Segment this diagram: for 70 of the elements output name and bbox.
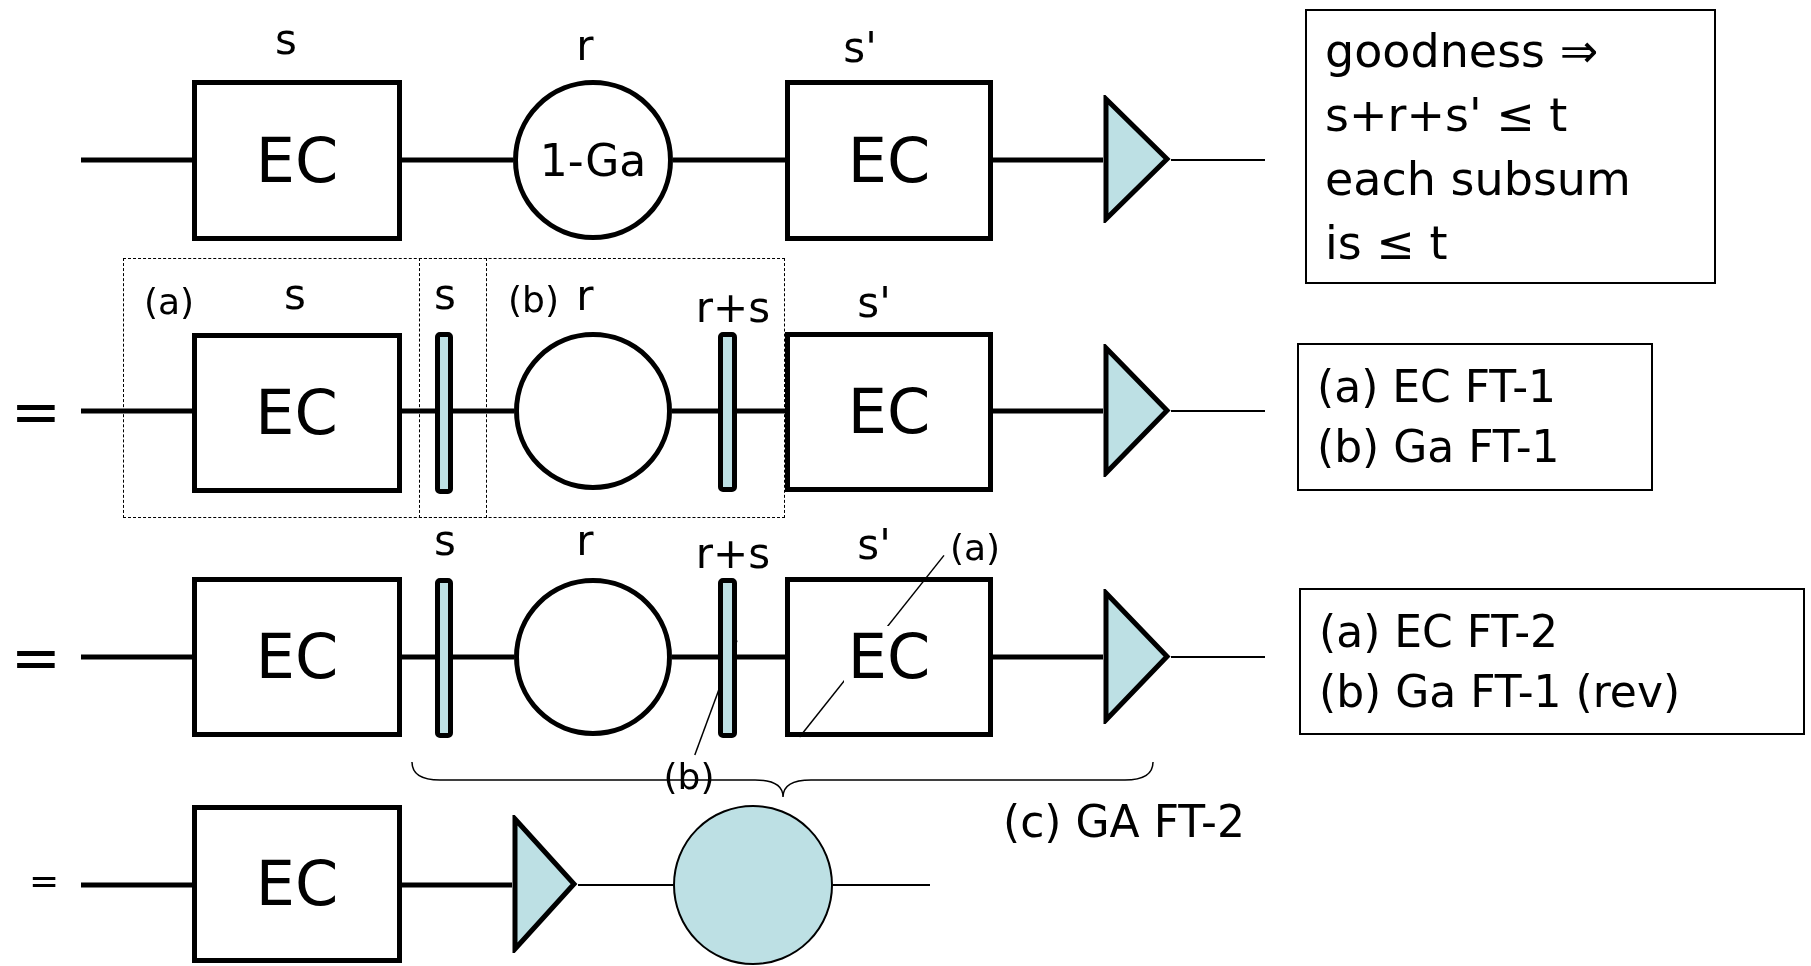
process-box bbox=[785, 80, 993, 241]
note-text: (a) EC FT-2 bbox=[1319, 604, 1560, 659]
note-text: goodness ⇒ s+r+s' ≤ t each subsum is ≤ t bbox=[1325, 22, 1632, 272]
connector-line bbox=[672, 408, 718, 414]
variable-label: s bbox=[275, 16, 297, 64]
variable-label: s' bbox=[843, 24, 877, 72]
connector-line bbox=[81, 654, 192, 660]
variable-label: s bbox=[434, 271, 456, 319]
equals-sign: = bbox=[28, 861, 60, 901]
connector-line bbox=[993, 157, 1103, 163]
note-text: (a) EC FT-1 bbox=[1317, 360, 1558, 414]
connector-line bbox=[737, 408, 785, 414]
brace-label: (c) GA FT-2 bbox=[1003, 797, 1245, 847]
note-text: (b) Ga FT-1 (rev) bbox=[1319, 664, 1682, 719]
connector-line bbox=[81, 157, 192, 163]
triangle-symbol bbox=[512, 815, 578, 953]
connector-line bbox=[402, 882, 512, 888]
connector-line bbox=[672, 654, 718, 660]
leader-label: (a) bbox=[944, 526, 1006, 568]
connector-line bbox=[993, 408, 1103, 414]
circle-node bbox=[514, 578, 672, 736]
variable-label: s bbox=[434, 517, 456, 565]
variable-label: s bbox=[284, 271, 306, 319]
connector-line bbox=[402, 157, 513, 163]
triangle-symbol bbox=[1103, 344, 1171, 477]
process-box bbox=[785, 577, 993, 737]
connector-line bbox=[453, 408, 514, 414]
connector-line bbox=[81, 882, 192, 888]
circle-label: 1-Ga bbox=[539, 134, 647, 186]
variable-label: s' bbox=[857, 521, 891, 569]
variable-label: s' bbox=[857, 279, 891, 327]
connector-line bbox=[1170, 410, 1266, 412]
connector-line bbox=[1170, 656, 1266, 658]
process-box bbox=[192, 805, 402, 963]
group-label: (b) bbox=[508, 279, 559, 320]
connector-line bbox=[1170, 159, 1266, 161]
group-label: (a) bbox=[144, 281, 195, 322]
note-box bbox=[1305, 9, 1716, 284]
connector-line bbox=[673, 157, 785, 163]
triangle-symbol bbox=[1103, 589, 1171, 724]
bar-symbol bbox=[435, 332, 453, 494]
equals-sign: = bbox=[10, 378, 62, 444]
connector-line bbox=[402, 654, 435, 660]
connector-line bbox=[577, 884, 674, 886]
connector-line bbox=[402, 408, 435, 414]
note-text: (b) Ga FT-1 bbox=[1317, 420, 1561, 474]
equals-sign: = bbox=[10, 624, 62, 690]
process-box bbox=[192, 577, 402, 737]
note-box bbox=[1297, 343, 1653, 491]
variable-label: r+s bbox=[695, 530, 771, 578]
variable-label: r bbox=[576, 22, 594, 70]
circle-node bbox=[513, 80, 673, 240]
bar-symbol bbox=[718, 578, 737, 738]
variable-label: r+s bbox=[695, 284, 771, 332]
connector-line bbox=[832, 884, 931, 886]
connector-line bbox=[81, 408, 192, 414]
process-box bbox=[785, 332, 993, 492]
bar-symbol bbox=[435, 578, 453, 738]
bar-symbol bbox=[717, 331, 737, 492]
variable-label: r bbox=[576, 272, 594, 320]
connector-line bbox=[453, 654, 514, 660]
dashed-group-frame bbox=[419, 258, 785, 518]
connector-line bbox=[737, 654, 785, 660]
connector-line bbox=[993, 654, 1103, 660]
note-box bbox=[1299, 588, 1805, 735]
circle-node bbox=[513, 331, 672, 490]
process-box bbox=[192, 80, 402, 241]
variable-label: r bbox=[576, 517, 594, 565]
triangle-symbol bbox=[1103, 95, 1171, 223]
process-box bbox=[191, 332, 402, 493]
